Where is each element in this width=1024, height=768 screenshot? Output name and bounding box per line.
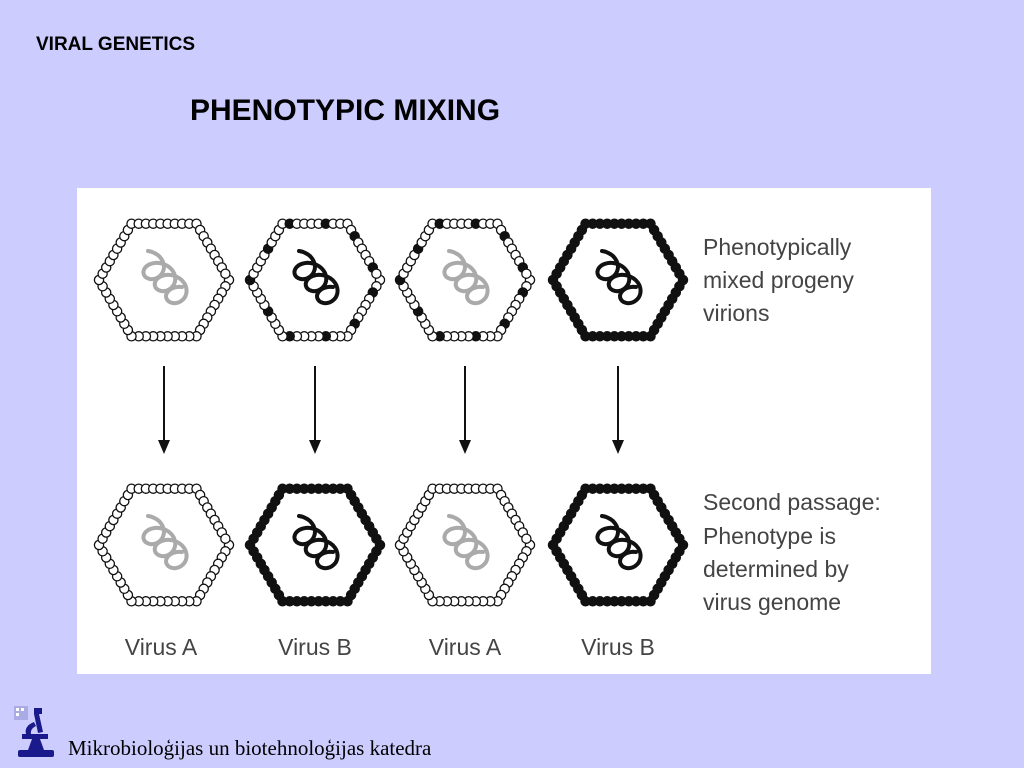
- genome-helix: [292, 514, 340, 571]
- bottom-caption: Second passage: Phenotype is determined …: [703, 489, 881, 615]
- passage-virion-3: [394, 483, 536, 607]
- virion-layer: [93, 218, 689, 607]
- progeny-virion-1: [93, 218, 235, 342]
- microscope-icon: [14, 706, 54, 757]
- phenotypic-mixing-figure: Phenotypically mixed progeny virions Sec…: [77, 188, 931, 674]
- passage-virion-1: [93, 483, 235, 607]
- capsid-subunit: [674, 533, 685, 544]
- top-caption-line-3: virions: [703, 300, 769, 326]
- virus-label-4: Virus B: [581, 634, 655, 660]
- capsid-subunit: [371, 268, 382, 279]
- department-name: Mikrobioloģijas un biotehnoloģijas kated…: [68, 736, 432, 760]
- footer: Mikrobioloģijas un biotehnoloģijas kated…: [12, 704, 612, 760]
- bottom-caption-line-4: virus genome: [703, 589, 841, 615]
- passage-arrow-2: [309, 366, 321, 454]
- bottom-caption-line-1: Second passage:: [703, 489, 881, 515]
- capsid-subunit: [220, 533, 231, 544]
- genome-helix: [141, 249, 189, 306]
- genome-helix: [141, 514, 189, 571]
- genome-helix: [442, 249, 490, 306]
- figure-svg: Phenotypically mixed progeny virions Sec…: [93, 218, 881, 660]
- passage-arrow-4: [612, 366, 624, 454]
- course-title: VIRAL GENETICS: [36, 34, 196, 55]
- genome-helix: [595, 514, 643, 571]
- progeny-virion-3: [394, 218, 536, 342]
- genome-helix: [292, 249, 340, 306]
- slide-title: PHENOTYPIC MIXING: [190, 94, 501, 127]
- passage-virion-4: [547, 483, 689, 607]
- virus-label-3: Virus A: [429, 634, 502, 660]
- passage-virion-2: [244, 483, 386, 607]
- genome-helix: [595, 249, 643, 306]
- arrow-layer: [158, 366, 624, 454]
- progeny-virion-4: [547, 218, 689, 342]
- bottom-caption-line-3: determined by: [703, 556, 849, 582]
- capsid-subunit: [371, 533, 382, 544]
- passage-arrow-1: [158, 366, 170, 454]
- progeny-virion-2: [244, 218, 386, 342]
- bottom-caption-line-2: Phenotype is: [703, 523, 836, 549]
- top-caption-line-1: Phenotypically: [703, 234, 852, 260]
- capsid-subunit: [521, 268, 532, 279]
- capsid-subunit: [220, 268, 231, 279]
- passage-arrow-3: [459, 366, 471, 454]
- top-caption: Phenotypically mixed progeny virions: [703, 234, 854, 326]
- genome-helix: [442, 514, 490, 571]
- virus-label-2: Virus B: [278, 634, 352, 660]
- virus-label-1: Virus A: [125, 634, 198, 660]
- capsid-subunit: [674, 268, 685, 279]
- capsid-subunit: [521, 533, 532, 544]
- virus-labels: Virus A Virus B Virus A Virus B: [125, 634, 655, 660]
- top-caption-line-2: mixed progeny: [703, 267, 854, 293]
